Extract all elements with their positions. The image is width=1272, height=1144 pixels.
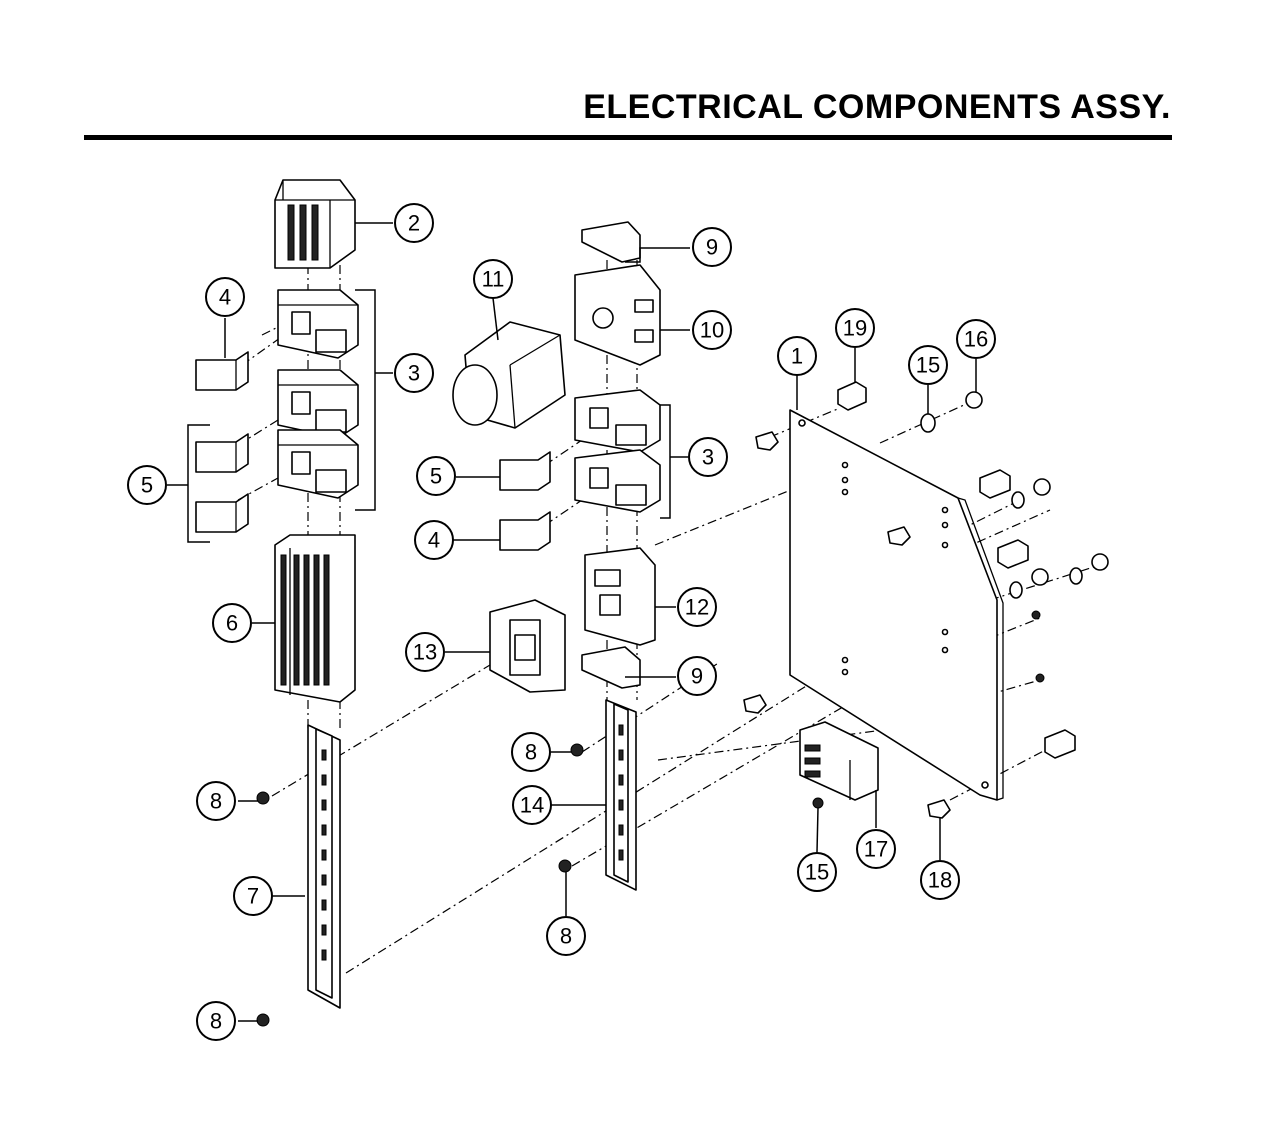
callout-3-left: 3 [394, 353, 434, 393]
callout-17: 17 [856, 829, 896, 869]
svg-text:16: 16 [964, 327, 988, 352]
callouts: 1 2 3 3 4 4 5 5 6 7 8 8 8 8 9 9 10 11 12… [127, 203, 996, 1041]
svg-text:7: 7 [247, 884, 259, 909]
callout-15-top: 15 [908, 345, 948, 385]
callout-16: 16 [956, 319, 996, 359]
relay-left-parts-4-5 [195, 351, 249, 533]
svg-text:9: 9 [706, 235, 718, 260]
svg-text:6: 6 [226, 611, 238, 636]
callout-2: 2 [394, 203, 434, 243]
svg-text:14: 14 [520, 793, 544, 818]
callout-5-left: 5 [127, 465, 167, 505]
callout-4-left: 4 [205, 277, 245, 317]
end-clamp-part-9-top [581, 221, 641, 263]
hardware-parts-15-16-18-19 [743, 381, 1109, 819]
timer-part-11 [452, 321, 566, 429]
svg-text:1: 1 [791, 344, 803, 369]
screws-part-8 [256, 743, 584, 1027]
svg-text:8: 8 [210, 1009, 222, 1034]
svg-text:4: 4 [428, 528, 440, 553]
svg-text:15: 15 [805, 860, 829, 885]
svg-text:12: 12 [685, 595, 709, 620]
callout-18: 18 [920, 860, 960, 900]
callout-8-a: 8 [196, 781, 236, 821]
callout-19: 19 [835, 308, 875, 348]
leader-lines [167, 222, 977, 1022]
callout-10: 10 [692, 310, 732, 350]
callout-13: 13 [405, 632, 445, 672]
callout-8-c: 8 [511, 732, 551, 772]
terminal-cover-part-2 [274, 179, 356, 269]
callout-3-center: 3 [688, 437, 728, 477]
svg-text:17: 17 [864, 837, 888, 862]
svg-text:10: 10 [700, 318, 724, 343]
callout-8-b: 8 [196, 1001, 236, 1041]
callout-9-bottom: 9 [677, 656, 717, 696]
svg-text:19: 19 [843, 316, 867, 341]
end-clamp-part-9-bottom [581, 646, 641, 689]
mounting-panel-part-1 [789, 409, 1004, 801]
callout-12: 12 [677, 587, 717, 627]
svg-text:13: 13 [413, 640, 437, 665]
callout-11: 11 [473, 259, 513, 299]
svg-text:18: 18 [928, 868, 952, 893]
callout-14: 14 [512, 785, 552, 825]
callout-1: 1 [777, 336, 817, 376]
svg-text:9: 9 [691, 664, 703, 689]
terminal-strip-part-6 [274, 534, 356, 703]
relay-socket-part-3-center [574, 389, 661, 513]
svg-text:8: 8 [525, 740, 537, 765]
din-rail-part-14 [605, 699, 637, 891]
callout-7: 7 [233, 876, 273, 916]
callout-15-bottom: 15 [797, 852, 837, 892]
callout-8-d: 8 [546, 916, 586, 956]
callout-5-center: 5 [416, 456, 456, 496]
socket-base-part-10 [574, 264, 661, 366]
svg-text:3: 3 [408, 361, 420, 386]
svg-text:5: 5 [141, 473, 153, 498]
svg-text:3: 3 [702, 445, 714, 470]
svg-text:8: 8 [560, 924, 572, 949]
svg-text:15: 15 [916, 353, 940, 378]
svg-text:5: 5 [430, 464, 442, 489]
svg-text:8: 8 [210, 789, 222, 814]
svg-text:11: 11 [482, 267, 505, 292]
relay-center-parts-4-5 [499, 451, 551, 551]
svg-text:4: 4 [219, 285, 231, 310]
svg-text:2: 2 [408, 211, 420, 236]
contactor-part-13 [489, 599, 566, 693]
page-title: ELECTRICAL COMPONENTS ASSY. [583, 88, 1171, 126]
title-rule [84, 135, 1172, 140]
circuit-breaker-part-12 [584, 547, 656, 646]
din-rail-part-7 [307, 724, 341, 1009]
callout-4-center: 4 [414, 520, 454, 560]
callout-9-top: 9 [692, 227, 732, 267]
relay-socket-part-3-left [277, 289, 359, 499]
callout-6: 6 [212, 603, 252, 643]
relay-part-17 [799, 721, 879, 801]
